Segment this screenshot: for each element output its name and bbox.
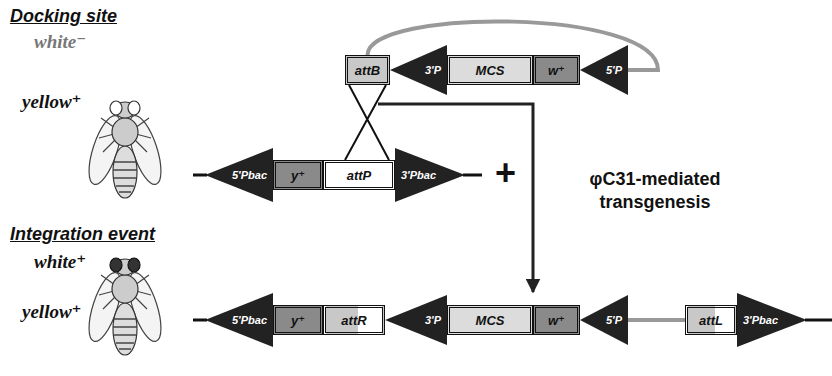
recombination-cross: [345, 85, 389, 160]
element-name: attR: [341, 313, 366, 328]
element-name: 5'P: [606, 64, 622, 76]
element-box: MCS: [447, 55, 533, 85]
element-box: w⁺: [533, 305, 580, 335]
element-triangle: 5'P: [580, 45, 628, 95]
genotype-label: yellow⁺: [22, 300, 82, 323]
element-box: y⁺: [273, 305, 323, 335]
element-triangle: 3'Pbac: [395, 148, 465, 202]
element-name: MCS: [476, 313, 505, 328]
element-box: attL: [685, 305, 737, 335]
element-triangle: 5'Pbac: [205, 293, 273, 347]
element-name: y⁺: [291, 168, 305, 183]
chromosome-line: [193, 175, 832, 320]
element-triangle: 3'P: [385, 295, 447, 345]
integration-arrow: [378, 104, 533, 292]
element-name: attP: [347, 168, 372, 183]
element-name: 3'Pbac: [743, 314, 778, 326]
element-name: MCS: [476, 63, 505, 78]
fly-white-plus: [82, 258, 167, 355]
label-heading: Integration event: [10, 224, 155, 245]
element-name: 3'P: [425, 314, 441, 326]
element-name: 3'P: [425, 64, 441, 76]
element-triangle: 5'Pbac: [205, 148, 273, 202]
element-name: attL: [699, 313, 723, 328]
element-name: 5'P: [606, 314, 622, 326]
element-name: 5'Pbac: [232, 314, 267, 326]
element-box: attB: [345, 55, 390, 85]
plasmid-backbone: [628, 318, 685, 322]
element-box: y⁺: [273, 160, 323, 190]
element-name: y⁺: [291, 313, 305, 328]
plus-sign: +: [495, 152, 516, 194]
element-triangle: 3'Pbac: [737, 293, 807, 347]
element-box: attP: [323, 160, 395, 190]
element-name: w⁺: [548, 63, 565, 78]
element-box: w⁺: [533, 55, 580, 85]
element-box: attR: [323, 305, 385, 335]
genotype-label: white⁺: [34, 250, 86, 273]
element-box: MCS: [447, 305, 533, 335]
element-name: 5'Pbac: [232, 169, 267, 181]
genotype-label: yellow⁺: [22, 90, 82, 113]
genotype-label: white⁻: [34, 30, 86, 53]
label-heading: Docking site: [10, 6, 117, 27]
process-label: φC31-mediated transgenesis: [560, 168, 750, 215]
element-triangle: 3'P: [390, 45, 447, 95]
fly-white-minus: [82, 101, 167, 198]
element-name: attB: [355, 63, 380, 78]
element-name: 3'Pbac: [401, 169, 436, 181]
element-triangle: 5'P: [580, 295, 628, 345]
element-name: w⁺: [548, 313, 565, 328]
